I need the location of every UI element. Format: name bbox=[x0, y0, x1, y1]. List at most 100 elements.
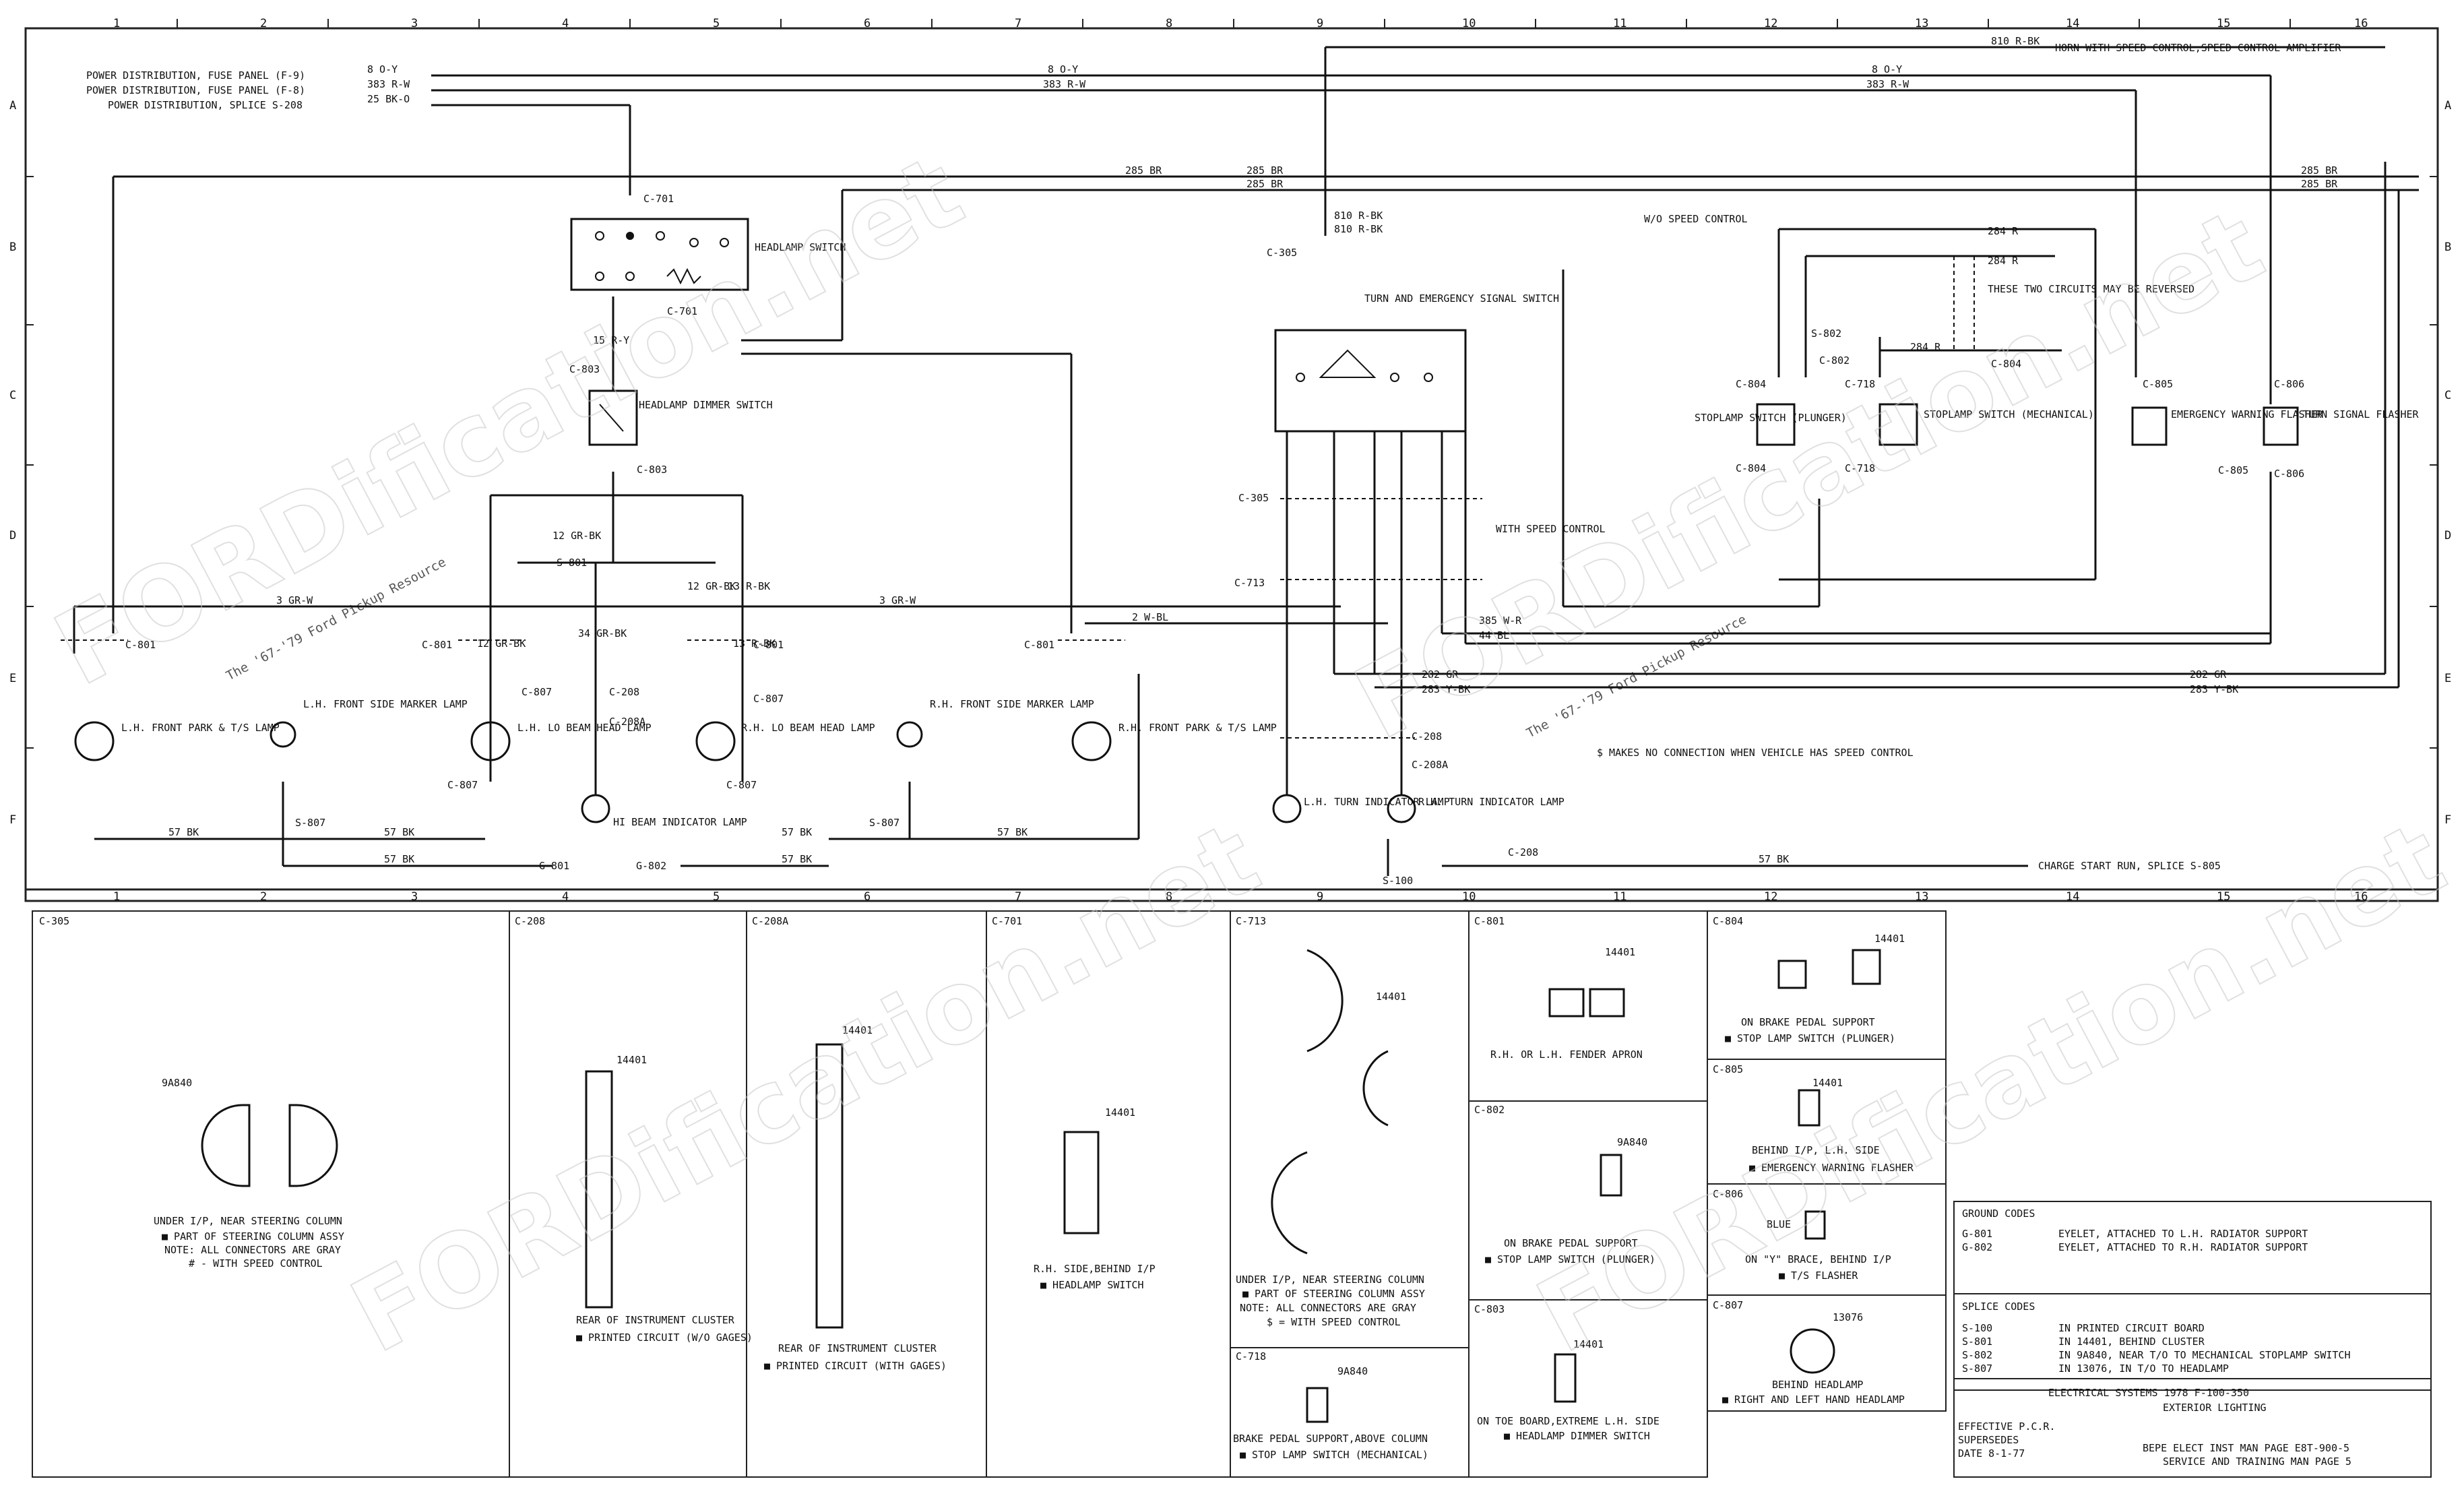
wire-label: 284 R bbox=[1910, 341, 1941, 353]
wire-label: 383 R-W bbox=[367, 78, 410, 90]
lamp-labels: L.H. FRONT PARK & T/S LAMP L.H. FRONT SI… bbox=[121, 698, 1565, 828]
no-connection-note: $ MAKES NO CONNECTION WHEN VEHICLE HAS S… bbox=[1597, 747, 1914, 759]
lh-marker-lamp bbox=[270, 721, 296, 748]
panel-note: ■ PRINTED CIRCUIT (W/O GAGES) bbox=[576, 1331, 753, 1344]
ground-desc: EYELET, ATTACHED TO R.H. RADIATOR SUPPOR… bbox=[2058, 1241, 2308, 1253]
connector-label: C-803 bbox=[569, 363, 600, 375]
emerg-flasher-label: EMERGENCY WARNING FLASHER bbox=[2171, 408, 2324, 420]
panel-caption: BEHIND I/P, L.H. SIDE bbox=[1752, 1144, 1880, 1156]
panel-note: ■ HEADLAMP DIMMER SWITCH bbox=[1504, 1430, 1650, 1442]
panel-part: 9A840 bbox=[1337, 1365, 1368, 1377]
wire-label: 25 BK-O bbox=[367, 93, 410, 105]
col-label: 12 bbox=[1764, 17, 1777, 30]
row-label: C bbox=[2444, 389, 2451, 402]
wire-label: 15 R-Y bbox=[593, 334, 629, 346]
panel-caption: R.H. OR L.H. FENDER APRON bbox=[1490, 1048, 1643, 1061]
row-label: B bbox=[2444, 241, 2451, 254]
col-label: 10 bbox=[1462, 890, 1476, 904]
wire-label: 285 BR bbox=[1125, 164, 1162, 177]
wire-label: 57 BK bbox=[782, 853, 812, 865]
title-ref1: BEPE ELECT INST MAN PAGE E8T-900-5 bbox=[2143, 1442, 2349, 1454]
panel-title: C-208A bbox=[752, 915, 788, 927]
wire-label: 283 Y-BK bbox=[2190, 683, 2238, 695]
splice-label: S-801 bbox=[557, 557, 587, 569]
connector-label: C-713 bbox=[1234, 577, 1265, 589]
wire-label: 12 GR-BK bbox=[552, 530, 601, 542]
emerg-flasher-box bbox=[2131, 406, 2168, 446]
connector-label: C-807 bbox=[726, 779, 757, 791]
with-speed-label: WITH SPEED CONTROL bbox=[1496, 523, 1606, 535]
wire-label: 282 GR bbox=[1422, 668, 1459, 681]
stoplamp-plunger-label: STOPLAMP SWITCH (PLUNGER) bbox=[1695, 412, 1847, 424]
panel-c804: C-804 14401 ON BRAKE PEDAL SUPPORT ■ STO… bbox=[1713, 915, 1905, 1044]
wire-label: 284 R bbox=[1988, 255, 2019, 267]
col-label: 4 bbox=[562, 17, 569, 30]
connector-label: C-806 bbox=[2274, 378, 2304, 390]
splice-desc: IN PRINTED CIRCUIT BOARD bbox=[2058, 1322, 2205, 1334]
panel-part: 14401 bbox=[1376, 991, 1406, 1003]
panel-part: 9A840 bbox=[162, 1077, 192, 1089]
wire-label: 385 W-R bbox=[1479, 615, 1522, 627]
col-label: 6 bbox=[864, 890, 871, 904]
wire-label: 3 GR-W bbox=[879, 594, 916, 606]
splice-code: S-807 bbox=[1962, 1362, 1992, 1375]
row-label: B bbox=[9, 241, 16, 254]
wire-label: 8 O-Y bbox=[367, 63, 398, 75]
wire-label: 12 GR-BK bbox=[477, 637, 526, 650]
wire-label: 12 GR-BK bbox=[687, 580, 736, 592]
turn-switch: TURN AND EMERGENCY SIGNAL SWITCH bbox=[1274, 292, 1559, 433]
ground-splice-labels: G-801 G-802 S-801 S-802 S-807 S-807 S-10… bbox=[295, 327, 1841, 887]
wire-label: 13 R-BK bbox=[728, 580, 770, 592]
col-label: 14 bbox=[2066, 890, 2079, 904]
panel-c305: C-305 9A840 UNDER I/P, NEAR STEERING COL… bbox=[39, 915, 344, 1270]
wire-label: 57 BK bbox=[997, 826, 1028, 838]
stoplamp-plunger-box bbox=[1756, 403, 1796, 446]
panel-c806: C-806 BLUE ON "Y" BRACE, BEHIND I/P ■ T/… bbox=[1713, 1188, 1891, 1282]
connector-labels: C-701 C-701 C-803 C-803 C-801 C-801 C-80… bbox=[125, 193, 2304, 858]
col-label: 12 bbox=[1764, 890, 1777, 904]
col-label: 8 bbox=[1166, 890, 1172, 904]
col-label: 14 bbox=[2066, 17, 2079, 30]
grid-column-labels-top: 1 2 3 4 5 6 7 8 9 10 11 12 13 14 15 16 bbox=[113, 17, 2368, 30]
connector-label: C-801 bbox=[125, 639, 156, 651]
panel-note: ■ RIGHT AND LEFT HAND HEADLAMP bbox=[1722, 1393, 1905, 1406]
row-ticks bbox=[26, 176, 2438, 749]
hi-beam-lamp bbox=[581, 794, 610, 823]
panel-title: C-802 bbox=[1474, 1104, 1505, 1116]
col-label: 5 bbox=[713, 890, 720, 904]
col-label: 1 bbox=[113, 890, 120, 904]
panel-note: ■ STOP LAMP SWITCH (PLUNGER) bbox=[1725, 1032, 1895, 1044]
col-label: 2 bbox=[260, 890, 267, 904]
grid-row-labels: A B C D E F A B C D E F bbox=[9, 99, 2451, 827]
panel-caption: ON BRAKE PEDAL SUPPORT bbox=[1504, 1237, 1638, 1249]
panel-part: 9A840 bbox=[1617, 1136, 1647, 1148]
col-label: 9 bbox=[1317, 890, 1323, 904]
splice-desc: IN 14401, BEHIND CLUSTER bbox=[2058, 1336, 2205, 1348]
row-label: E bbox=[2444, 672, 2451, 685]
wire-label: 285 BR bbox=[1246, 178, 1284, 190]
wire-label: 8 O-Y bbox=[1872, 63, 1902, 75]
wire-labels: 8 O-Y 383 R-W 25 BK-O 8 O-Y 383 R-W 8 O-… bbox=[168, 35, 2338, 865]
panel-title: C-801 bbox=[1474, 915, 1505, 927]
ground-code: G-801 bbox=[1962, 1228, 1992, 1240]
watermark-brand: FORDification.net bbox=[37, 133, 980, 709]
wire-label: 57 BK bbox=[168, 826, 199, 838]
row-label: E bbox=[9, 672, 16, 685]
rh-park-lamp bbox=[1071, 721, 1112, 761]
col-label: 15 bbox=[2217, 890, 2230, 904]
wire-label: 810 R-BK bbox=[1334, 223, 1383, 235]
panel-part: BLUE bbox=[1767, 1218, 1791, 1230]
fuse-f9-label: POWER DISTRIBUTION, FUSE PANEL (F-9) bbox=[86, 69, 305, 82]
row-label: F bbox=[9, 813, 16, 827]
panel-title: C-804 bbox=[1713, 915, 1743, 927]
lh-turn-ind-lamp bbox=[1272, 794, 1302, 823]
row-label: A bbox=[9, 99, 16, 113]
rh-lobeam-label: R.H. LO BEAM HEAD LAMP bbox=[741, 722, 875, 734]
col-label: 4 bbox=[562, 890, 569, 904]
rh-turn-ind-label: R.H. TURN INDICATOR LAMP bbox=[1418, 796, 1565, 808]
connector-label: C-305 bbox=[1238, 492, 1269, 504]
title-effective: EFFECTIVE P.C.R. bbox=[1958, 1420, 2056, 1433]
wire-label: 57 BK bbox=[782, 826, 812, 838]
panel-c701: C-701 14401 R.H. SIDE,BEHIND I/P ■ HEADL… bbox=[992, 915, 1156, 1291]
